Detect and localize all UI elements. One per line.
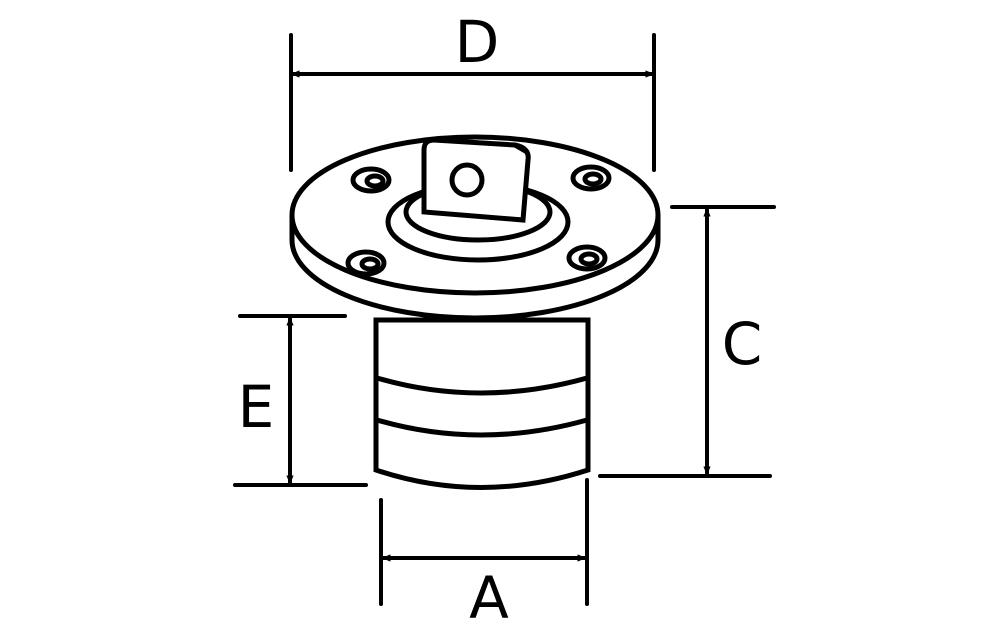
- label-e: E: [238, 373, 275, 441]
- fitting-body: [373, 317, 591, 490]
- label-d: D: [455, 8, 500, 76]
- mounting-hole: [570, 164, 612, 192]
- label-a: A: [469, 564, 509, 632]
- dimension-d: D: [289, 8, 656, 172]
- dimension-e: E: [233, 314, 368, 487]
- dimension-a: A: [379, 478, 589, 632]
- mounting-hole: [345, 249, 387, 277]
- dimension-c: C: [598, 205, 776, 478]
- mounting-hole: [566, 244, 608, 272]
- mounting-hole: [350, 166, 392, 194]
- label-c: C: [722, 310, 763, 378]
- fitting-flange: [289, 134, 661, 321]
- fitting-cap: [385, 137, 571, 263]
